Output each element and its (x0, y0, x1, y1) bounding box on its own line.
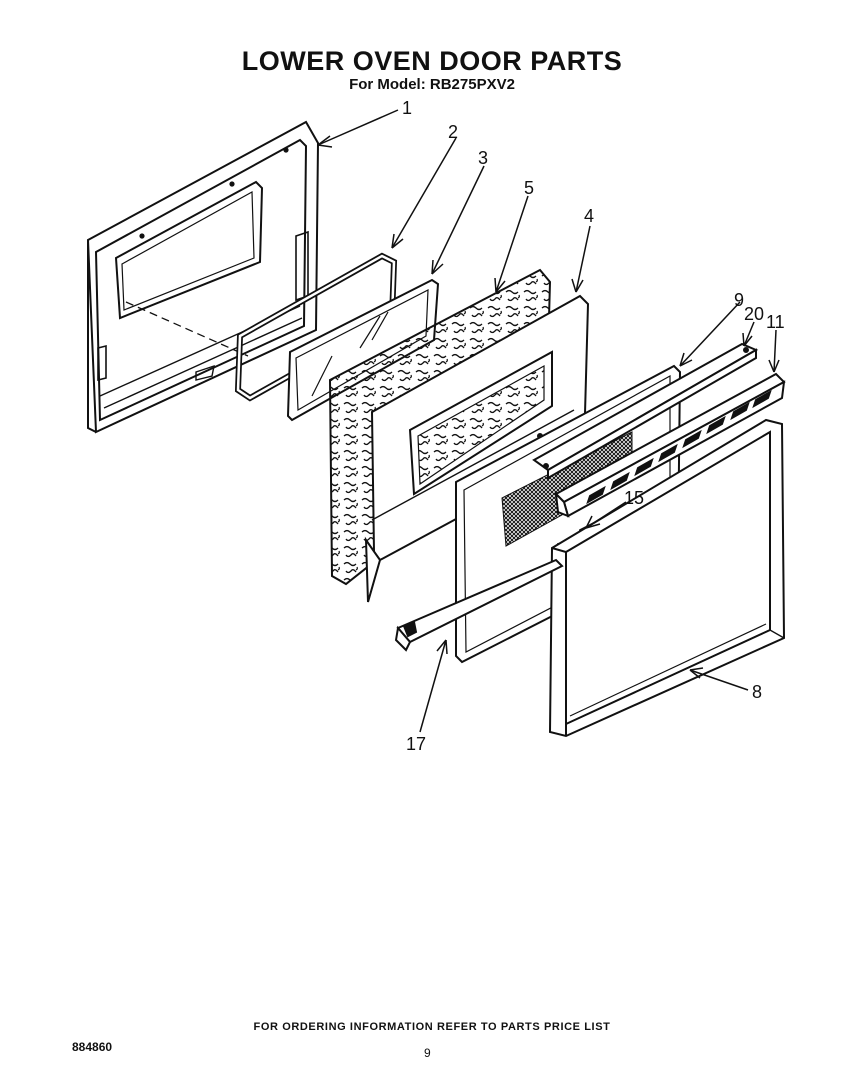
page-title: LOWER OVEN DOOR PARTS (241, 46, 623, 76)
document-number: 884860 (72, 1040, 113, 1054)
part-8-door-frame (548, 418, 786, 738)
part-11-vent-trim (554, 372, 786, 518)
part-4-inner-door-liner (364, 294, 590, 603)
callout-9: 9 (734, 290, 744, 310)
callout-5: 5 (524, 178, 534, 198)
callout-4: 4 (584, 206, 594, 226)
callout-15: 15 (624, 488, 644, 508)
callout-17: 17 (406, 734, 426, 754)
callout-3: 3 (478, 148, 488, 168)
part-17-bottom-bracket (394, 558, 564, 652)
callout-1: 1 (402, 98, 412, 118)
callout-11: 11 (766, 312, 785, 332)
callout-8: 8 (752, 682, 762, 702)
model-line: For Model: RB275PXV2 (349, 76, 515, 93)
leader-lines (317, 109, 780, 733)
part-20-top-bracket (532, 342, 759, 480)
ordering-note: FOR ORDERING INFORMATION REFER TO PARTS … (253, 1021, 611, 1033)
callout-20: 20 (744, 304, 764, 324)
part-1-outer-door-panel (86, 120, 320, 434)
page-number: 9 (424, 1046, 431, 1060)
callout-2: 2 (448, 122, 458, 142)
